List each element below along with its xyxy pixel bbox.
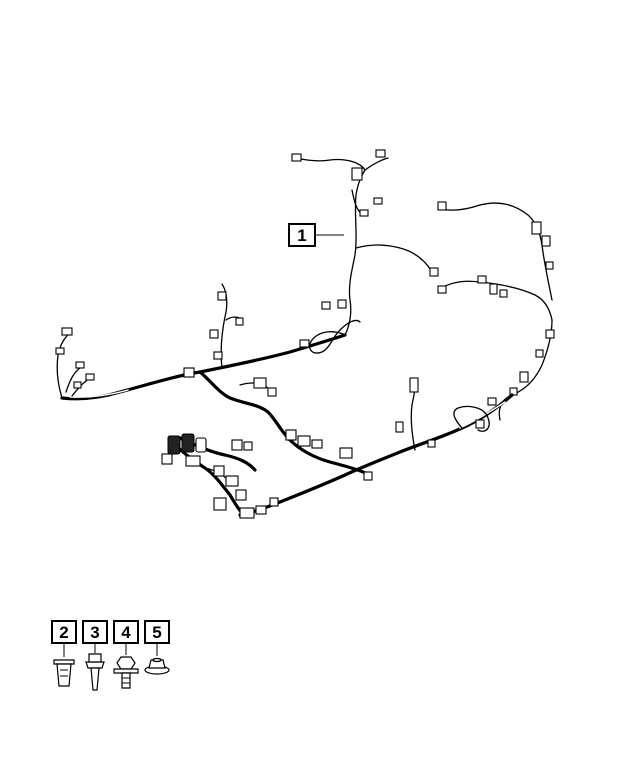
callout-4-label: 4 xyxy=(121,623,131,642)
flange-nut xyxy=(144,657,170,675)
callout-4: 4 xyxy=(113,620,139,655)
bolt-fastener xyxy=(113,656,139,689)
wiring-harness-assembly xyxy=(55,149,555,519)
callout-1-label: 1 xyxy=(297,226,306,245)
callout-1: 1 xyxy=(288,223,344,247)
tree-clip-fastener xyxy=(85,653,105,691)
callout-3: 3 xyxy=(82,620,108,653)
callout-3-label: 3 xyxy=(90,623,99,642)
callout-2: 2 xyxy=(51,620,77,657)
callout-5: 5 xyxy=(144,620,170,656)
push-pin-fastener xyxy=(53,659,75,687)
callout-5-label: 5 xyxy=(152,623,161,642)
callout-2-label: 2 xyxy=(59,623,68,642)
